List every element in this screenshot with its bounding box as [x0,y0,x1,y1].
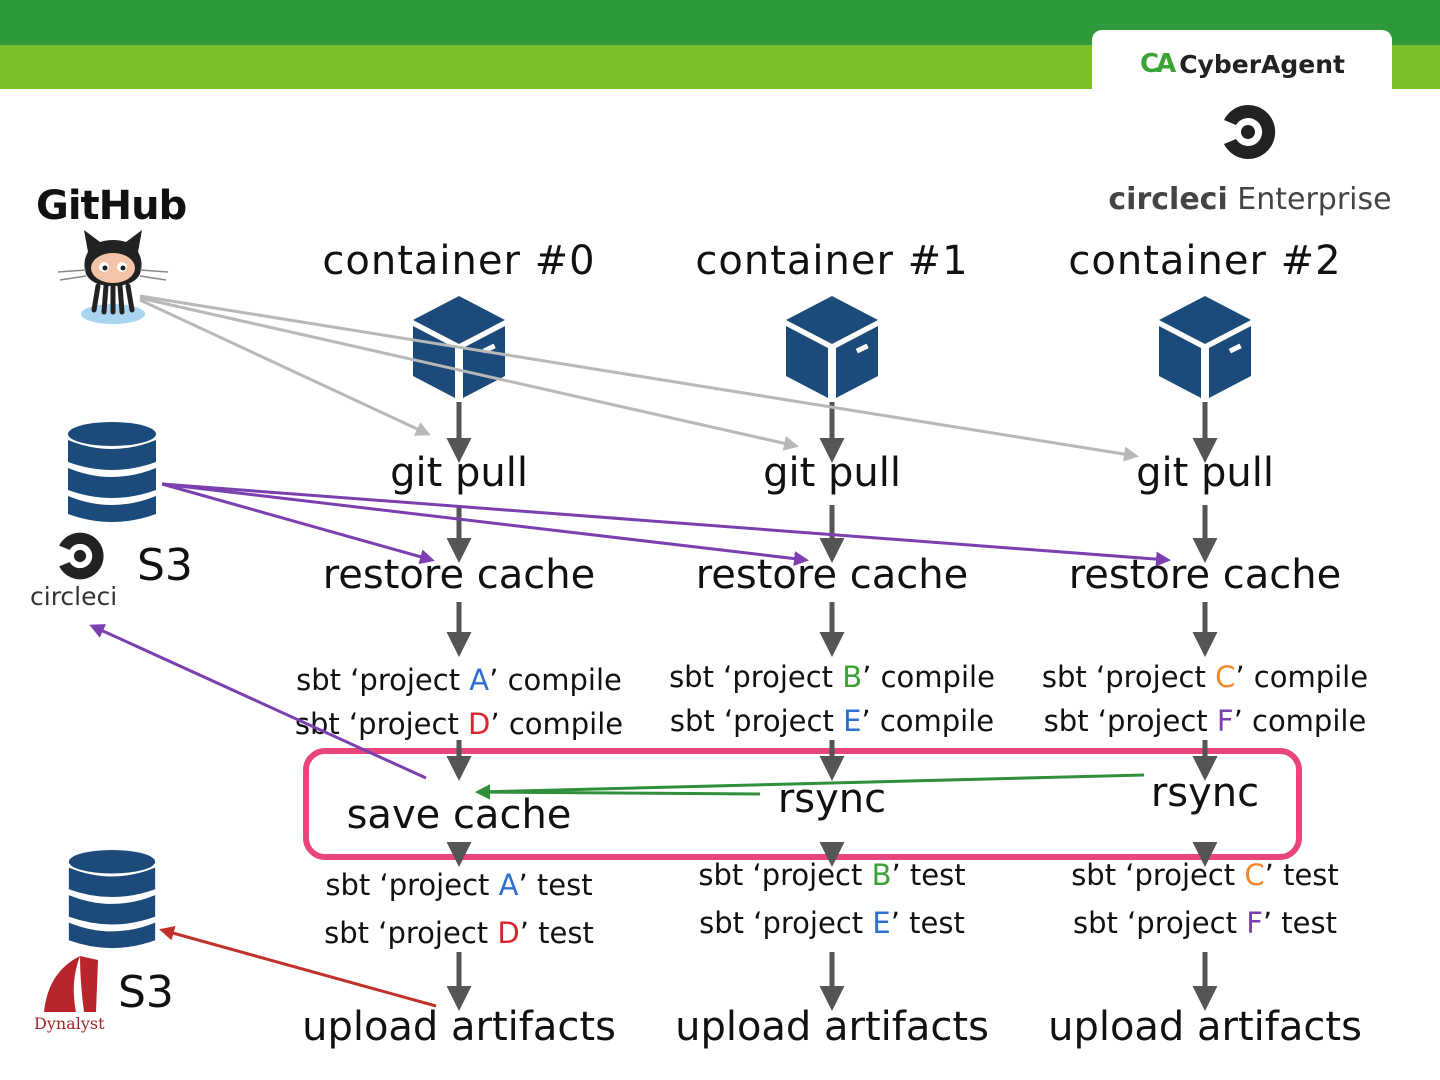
sbt-command-prefix: sbt ‘project [1071,858,1245,892]
upload-artifacts-step: upload artifacts [302,1004,616,1050]
upload-artifacts-step: upload artifacts [1048,1004,1362,1050]
project-name: D [497,916,520,950]
project-name: B [842,660,863,694]
sbt-command-suffix: ’ compile [489,663,622,697]
project-name: F [1246,906,1263,940]
sbt-command-suffix: ’ test [891,858,966,892]
container-title: container #2 [1068,238,1342,284]
circleci-enterprise-suffix: Enterprise [1237,182,1392,217]
dynalyst-database-icon [68,849,156,949]
restore-cache-step: restore cache [1068,552,1342,598]
github-octocat-icon [57,230,169,324]
container-title: container #0 [322,238,596,284]
github-label: GitHub [36,183,187,229]
test-command: sbt ‘project F’ test [1015,906,1395,940]
sbt-command-prefix: sbt ‘project [1043,704,1217,738]
cyberagent-logo: CA CyberAgent [1140,44,1345,84]
compile-command: sbt ‘project F’ compile [1015,704,1395,738]
compile-command: sbt ‘project E’ compile [642,704,1022,738]
circleci-icon [59,532,104,580]
restore-cache-step: restore cache [695,552,969,598]
project-name: C [1215,660,1236,694]
database-icon [68,422,156,522]
test-command: sbt ‘project C’ test [1015,858,1395,892]
sbt-command-suffix: ’ compile [861,704,995,738]
git-pull-arrow [139,298,431,436]
sbt-command-suffix: ’ test [1264,858,1339,892]
sbt-command-prefix: sbt ‘project [325,868,499,902]
rsync-highlight-box [303,748,1302,860]
compile-command: sbt ‘project A’ compile [269,663,649,697]
sbt-command-suffix: ’ test [1262,906,1338,940]
compile-command: sbt ‘project C’ compile [1015,660,1395,694]
dynalyst-s3-label: S3 [118,967,174,1018]
container-title: container #1 [695,238,969,284]
test-command: sbt ‘project A’ test [269,868,649,902]
project-name: C [1244,858,1265,892]
sbt-command-suffix: ’ compile [862,660,995,694]
container-box-icon [1155,292,1255,406]
sbt-command-prefix: sbt ‘project [1072,906,1247,940]
sbt-command-suffix: ’ test [519,916,594,950]
circleci-enterprise-prefix: circleci [1108,182,1228,217]
project-name: A [469,663,490,697]
sbt-command-prefix: sbt ‘project [669,660,843,694]
project-name: F [1216,704,1234,738]
project-name: B [871,858,892,892]
compile-command: sbt ‘project D’ compile [269,707,649,741]
project-name: D [468,707,491,741]
compile-command: sbt ‘project B’ compile [642,660,1022,694]
git-pull-step: git pull [390,450,528,496]
sbt-command-suffix: ’ compile [1235,660,1369,694]
project-name: E [843,704,862,738]
dynalyst-label: Dynalyst [34,1014,105,1033]
sbt-command-prefix: sbt ‘project [296,663,470,697]
circleci-enterprise-icon [1224,104,1276,159]
circleci-label: circleci [30,582,118,611]
save-cache-step: save cache [346,792,572,838]
test-command: sbt ‘project B’ test [642,858,1022,892]
dynalyst-icon [44,956,98,1012]
sbt-command-prefix: sbt ‘project [294,707,469,741]
restore-cache-step: restore cache [322,552,596,598]
circleci-s3-label: S3 [137,540,193,591]
sbt-command-prefix: sbt ‘project [699,906,873,940]
test-command: sbt ‘project E’ test [642,906,1022,940]
cyberagent-mark-icon: CA [1140,49,1176,79]
sbt-command-suffix: ’ compile [490,707,624,741]
test-command: sbt ‘project D’ test [269,916,649,950]
project-name: E [872,906,891,940]
git-pull-step: git pull [1136,450,1274,496]
sbt-command-prefix: sbt ‘project [324,916,498,950]
circleci-enterprise-label: circleci Enterprise [1100,182,1400,217]
sbt-command-suffix: ’ test [890,906,965,940]
cyberagent-wordmark: CyberAgent [1179,49,1345,79]
upload-artifacts-step: upload artifacts [675,1004,989,1050]
git-pull-arrow [139,294,1139,462]
sbt-command-suffix: ’ test [518,868,593,902]
container-box-icon [782,292,882,406]
sbt-command-prefix: sbt ‘project [1041,660,1216,694]
sbt-command-prefix: sbt ‘project [698,858,872,892]
project-name: A [498,868,519,902]
container-box-icon [409,292,509,406]
header-logo-tab [1092,30,1392,96]
git-pull-step: git pull [763,450,901,496]
sbt-command-suffix: ’ compile [1233,704,1367,738]
sbt-command-prefix: sbt ‘project [669,704,844,738]
